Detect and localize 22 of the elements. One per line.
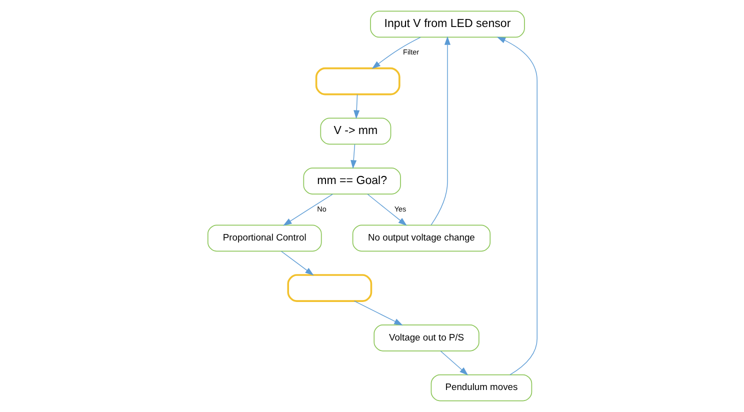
arrow: [350, 144, 356, 169]
node-box: Input V from LED sensor: [370, 10, 524, 38]
arrow: [353, 94, 360, 119]
arrow: [366, 194, 406, 226]
arrow: [371, 36, 420, 69]
node-box: mm == Goal?: [302, 168, 400, 194]
node-box: [314, 67, 400, 96]
arrow: [280, 251, 314, 276]
arrow: [496, 36, 537, 376]
arrow: [282, 194, 333, 226]
edge-label: No: [316, 204, 326, 214]
node-box: Voltage out to P/S: [373, 324, 479, 352]
node-box: Pendulum moves: [430, 374, 532, 402]
arrow: [354, 300, 402, 326]
arrow: [430, 36, 450, 226]
node-box: V -> mm: [320, 118, 391, 145]
edge-label: Yes: [394, 204, 406, 214]
edge-label: Filter: [402, 48, 419, 57]
node-box: No output voltage change: [352, 224, 490, 252]
node-box: Proportional Control: [206, 224, 322, 252]
node-box: [286, 274, 372, 302]
arrow: [440, 350, 468, 376]
